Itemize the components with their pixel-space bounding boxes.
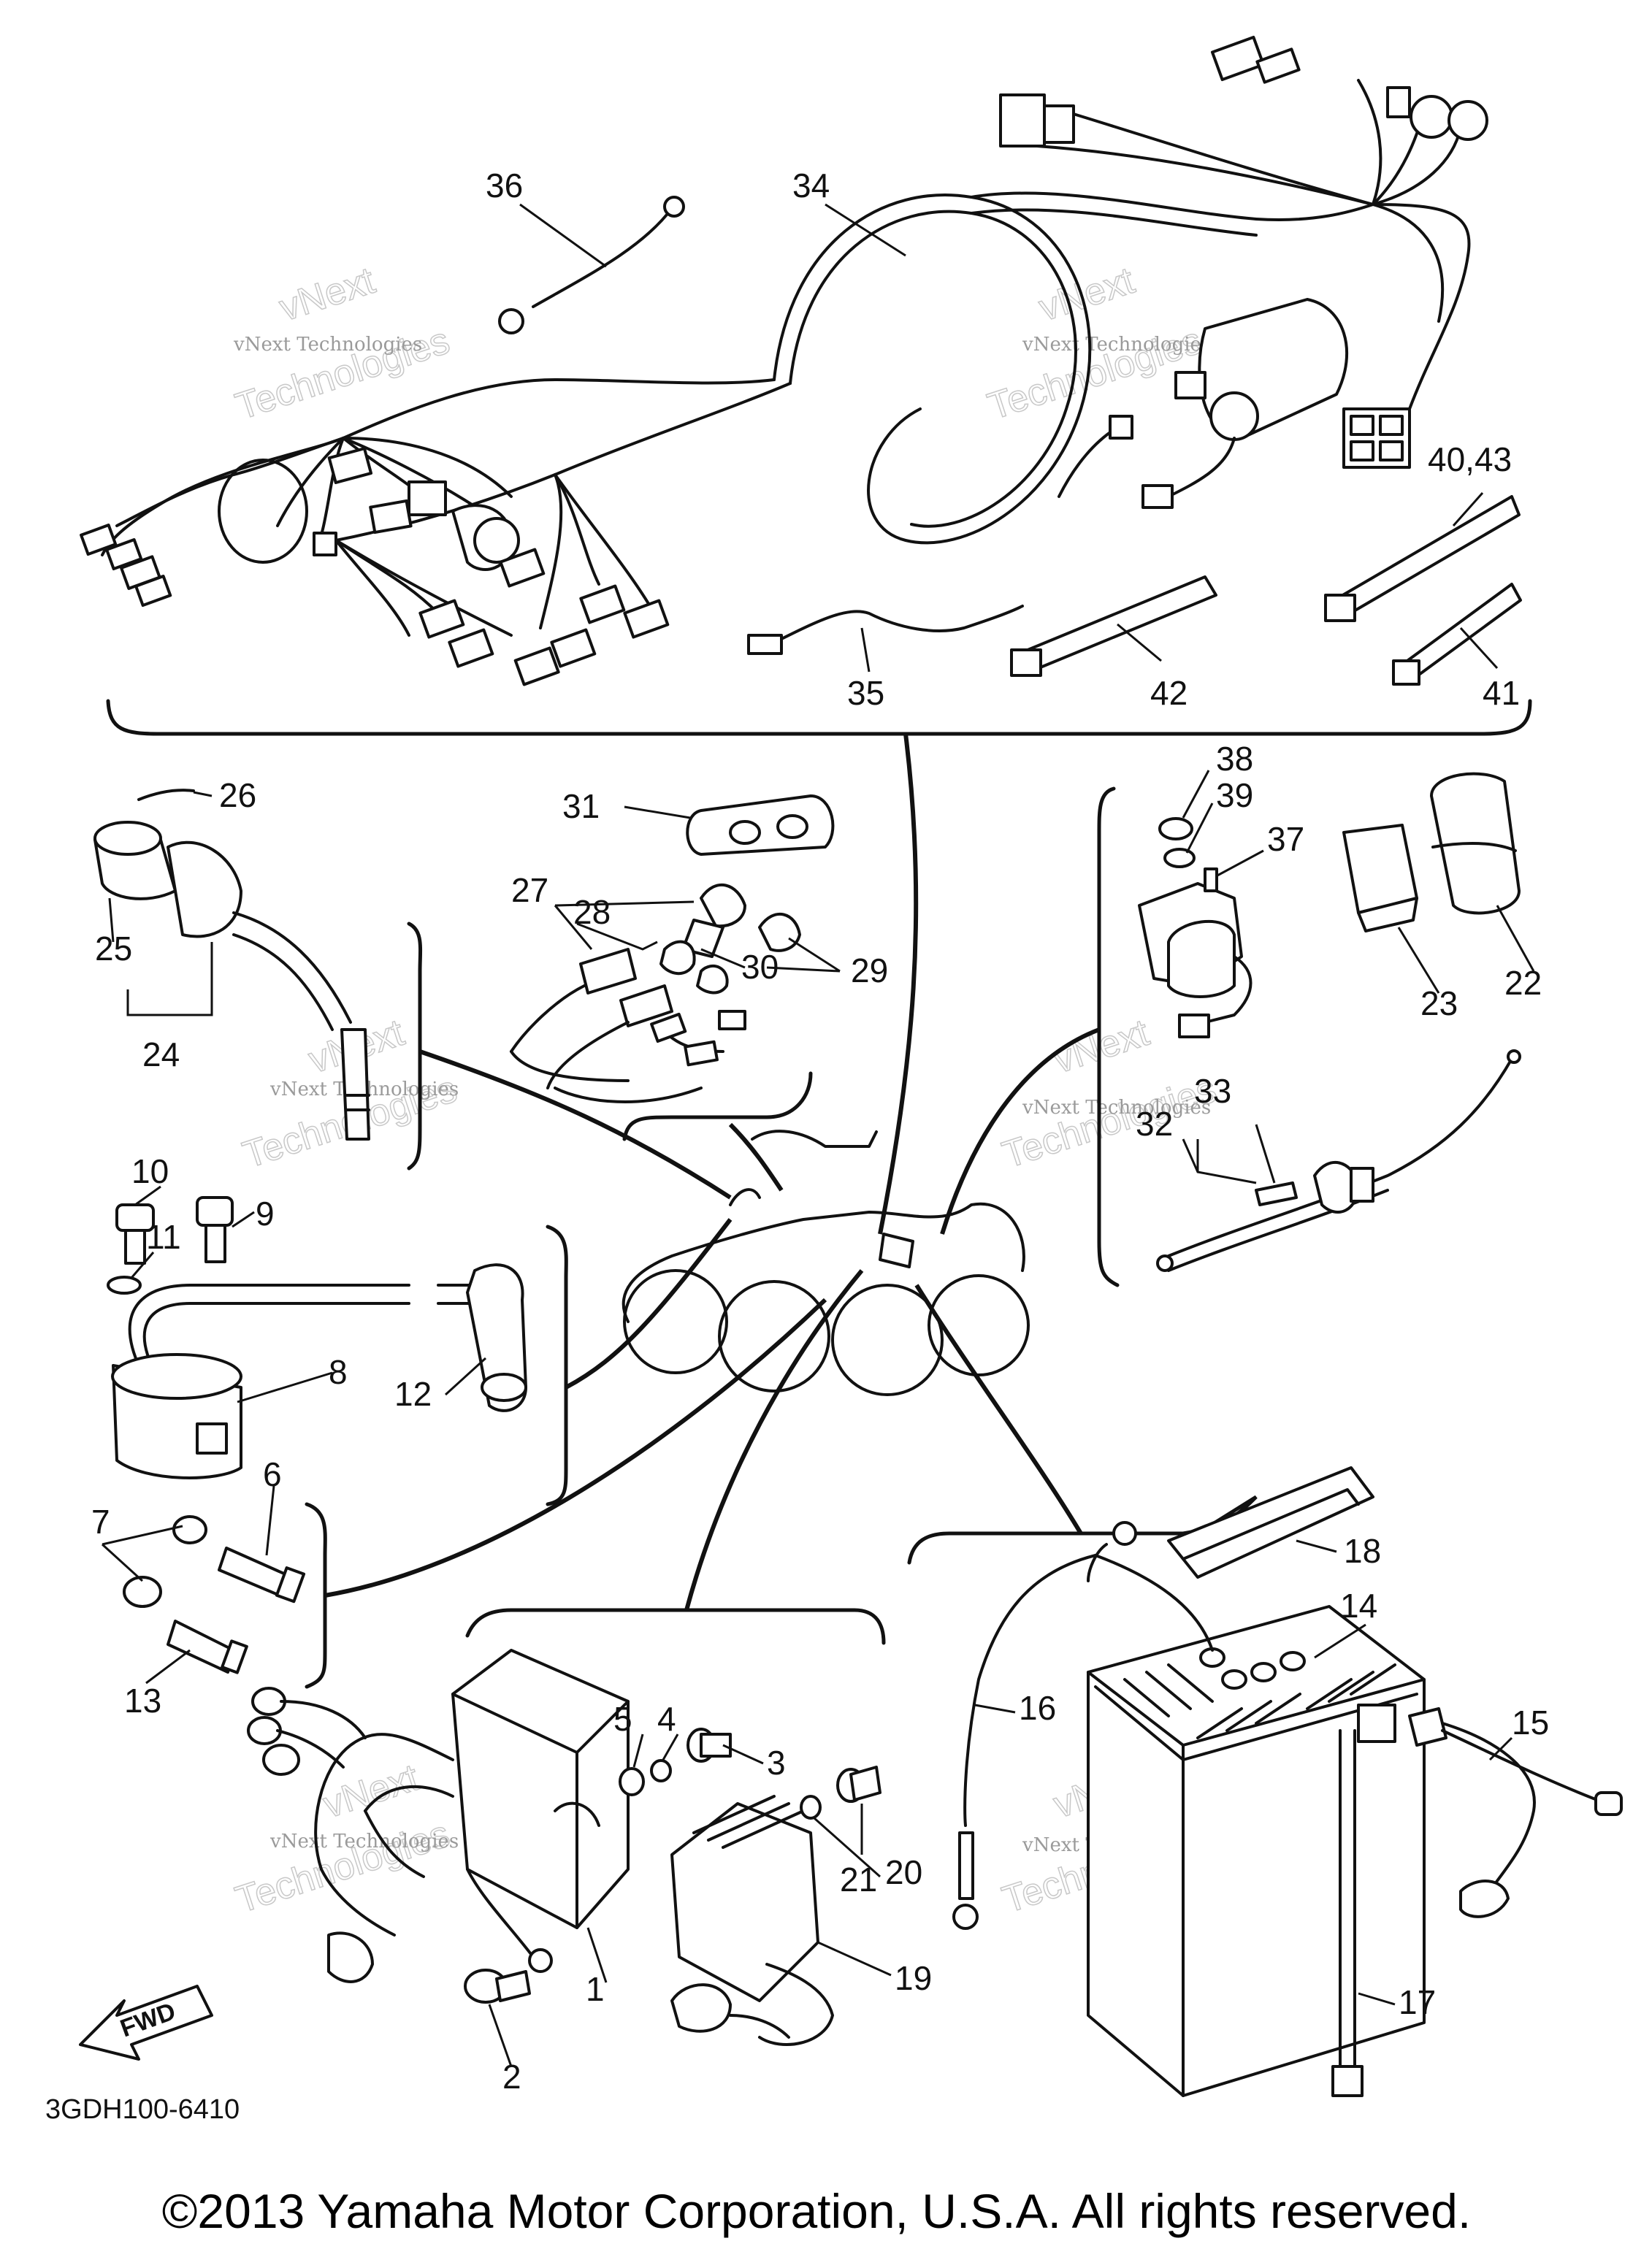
watermark-text: vNext Technologies <box>1022 334 1211 356</box>
label-part-12: 12 <box>394 1375 432 1413</box>
label-part-40-43: 40,43 <box>1428 440 1512 478</box>
label-part-34: 34 <box>792 166 830 204</box>
left-components-group <box>93 789 827 1689</box>
label-part-22: 22 <box>1504 964 1542 1002</box>
label-part-21: 21 <box>840 1861 877 1899</box>
label-part-20: 20 <box>885 1853 922 1891</box>
watermark-text: vNext Technologies <box>1022 1097 1211 1119</box>
label-part-18: 18 <box>1344 1532 1381 1570</box>
wire-harness-group <box>80 35 1522 686</box>
label-part-23: 23 <box>1420 984 1458 1022</box>
label-part-30: 30 <box>741 948 779 986</box>
watermark-big: Technologies <box>998 1068 1222 1176</box>
ecu-regulator-group <box>101 791 892 2067</box>
label-part-37: 37 <box>1267 820 1304 858</box>
label-part-10: 10 <box>131 1152 169 1190</box>
vehicle-silhouette <box>622 1130 1030 1396</box>
label-part-33: 33 <box>1194 1072 1231 1110</box>
label-part-4: 4 <box>657 1700 676 1738</box>
callout-labels: 1 2 3 4 5 6 7 8 9 10 11 12 13 14 15 16 1… <box>91 166 1549 2096</box>
label-part-15: 15 <box>1512 1704 1549 1742</box>
label-part-1: 1 <box>586 1970 605 2008</box>
watermark-text: vNext Technologies <box>233 334 422 356</box>
vehicle-mount-point <box>879 1233 914 1268</box>
right-components-group <box>940 770 1535 1287</box>
watermark-text: vNext Technologies <box>269 1831 459 1853</box>
label-part-27: 27 <box>511 871 548 909</box>
label-part-38: 38 <box>1216 740 1253 778</box>
forward-direction-arrow: FWD <box>79 1985 213 2061</box>
harness-brace <box>106 699 1532 736</box>
label-part-35: 35 <box>847 674 884 712</box>
copyright-notice: ©2013 Yamaha Motor Corporation, U.S.A. A… <box>161 2184 1472 2238</box>
label-part-42: 42 <box>1150 674 1188 712</box>
connector-block <box>999 93 1046 148</box>
label-part-25: 25 <box>95 930 132 968</box>
battery-group <box>907 1284 1623 2097</box>
label-part-24: 24 <box>142 1035 180 1073</box>
label-part-16: 16 <box>1019 1689 1056 1727</box>
label-part-9: 9 <box>256 1195 275 1233</box>
label-part-41: 41 <box>1483 674 1520 712</box>
label-part-2: 2 <box>502 2058 521 2096</box>
watermark-big: Technologies <box>231 1812 455 1921</box>
label-part-32: 32 <box>1136 1105 1173 1143</box>
label-part-26: 26 <box>219 776 256 814</box>
label-part-19: 19 <box>895 1959 932 1997</box>
watermark-big: vNext <box>275 259 380 329</box>
center-upper-group <box>510 794 841 1192</box>
label-part-31: 31 <box>562 787 600 825</box>
label-part-3: 3 <box>767 1744 786 1782</box>
label-part-17: 17 <box>1399 1983 1436 2021</box>
label-part-28: 28 <box>573 893 611 931</box>
label-part-8: 8 <box>329 1353 348 1391</box>
label-part-29: 29 <box>851 951 888 989</box>
watermark-big: vNext <box>318 1756 424 1826</box>
label-part-39: 39 <box>1216 776 1253 814</box>
diagram-code: 3GDH100-6410 <box>45 2094 240 2125</box>
label-part-7: 7 <box>91 1503 110 1541</box>
label-part-13: 13 <box>124 1682 161 1720</box>
label-part-11: 11 <box>146 1218 181 1256</box>
label-part-6: 6 <box>263 1455 282 1493</box>
label-part-14: 14 <box>1340 1587 1377 1625</box>
label-part-5: 5 <box>613 1700 632 1738</box>
label-part-36: 36 <box>486 166 523 204</box>
